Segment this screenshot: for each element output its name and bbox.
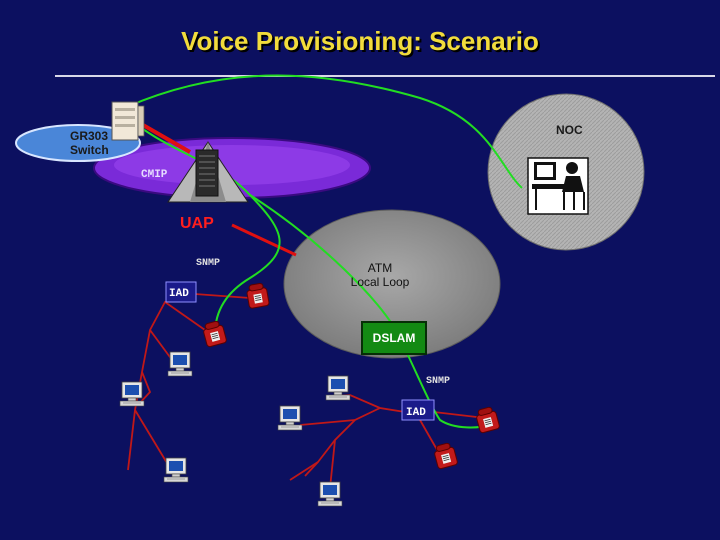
uap-atm-link <box>231 223 297 257</box>
iad-label-top: IAD <box>169 288 189 300</box>
iad-label-bottom: IAD <box>406 407 426 419</box>
dslam-box <box>361 321 427 355</box>
title-divider <box>55 75 715 77</box>
workstation-icon <box>163 457 189 483</box>
switch-uap-link <box>142 123 191 154</box>
workstation-icon <box>277 405 303 431</box>
uap-label: UAP <box>180 215 214 232</box>
snmp-label-top: SNMP <box>196 258 220 269</box>
workstation-icon <box>167 351 193 377</box>
server-icon <box>111 101 145 141</box>
noc-operator-icon <box>527 157 589 215</box>
atm-label-line1: ATM <box>368 261 392 275</box>
gr303-label-line1: GR303 <box>70 129 108 143</box>
workstation-icon <box>119 381 145 407</box>
telephone-icon <box>474 405 501 434</box>
dslam-label: DSLAM <box>373 331 416 345</box>
gr303-switch-ellipse <box>15 124 141 162</box>
cmip-ring-highlight <box>114 145 350 185</box>
noc-label: NOC <box>556 123 583 137</box>
workstation-icon <box>317 481 343 507</box>
gr303-label-line2: Switch <box>70 143 109 157</box>
cmip-label: CMIP <box>141 169 168 181</box>
telephone-icon <box>201 319 228 348</box>
telephone-icon <box>245 281 270 310</box>
iad-box-bottom <box>401 399 435 421</box>
customer-network-left <box>127 293 251 471</box>
iad-box-top <box>165 281 197 303</box>
slide-title: Voice Provisioning: Scenario <box>181 26 539 56</box>
atm-cloud <box>283 209 501 359</box>
uap-pyramid-icon <box>167 141 249 203</box>
snmp-label-bottom: SNMP <box>426 376 450 387</box>
customer-network-right <box>289 394 486 489</box>
telephone-icon <box>432 441 459 470</box>
workstation-icon <box>325 375 351 401</box>
atm-label-line2: Local Loop <box>351 275 410 289</box>
